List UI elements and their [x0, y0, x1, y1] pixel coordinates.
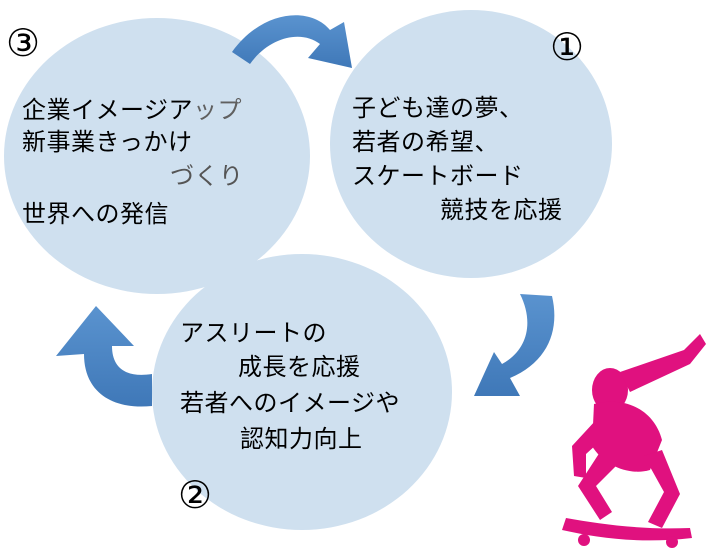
- circle2-line4: 認知力向上: [240, 425, 363, 453]
- circle3-line1b: ップ: [193, 96, 243, 124]
- skateboarder-icon: [562, 334, 706, 548]
- curved-arrow-icon: [56, 306, 152, 407]
- circle3-line4: 世界への発信: [22, 200, 169, 228]
- circle-stage-1: [330, 10, 612, 278]
- circle3-line2: 新事業きっかけ: [22, 128, 193, 156]
- circle3-line3: づくり: [170, 162, 244, 190]
- circle-stage-3: [4, 18, 310, 294]
- circle2-line1: アスリートの: [180, 319, 327, 347]
- circle3-line1: 企業イメージアップ: [22, 92, 242, 128]
- stage-number-3: ③: [6, 21, 41, 65]
- curved-arrow-icon: [232, 15, 352, 68]
- circle2-line2: 成長を応援: [238, 353, 361, 381]
- stage-number-1: ①: [550, 25, 585, 69]
- curved-arrow-icon: [474, 294, 555, 396]
- circle2-line3: 若者へのイメージや: [180, 389, 401, 417]
- stage-number-2: ②: [178, 473, 213, 517]
- circle3-line1a: 企業イメージア: [22, 96, 194, 124]
- circle1-line3: スケートボード: [352, 162, 524, 190]
- circle-stage-2: [152, 254, 452, 530]
- circle1-line1: 子ども達の夢、: [352, 94, 524, 122]
- circle1-line4: 競技を応援: [440, 196, 563, 224]
- circle1-line2: 若者の希望、: [352, 128, 499, 156]
